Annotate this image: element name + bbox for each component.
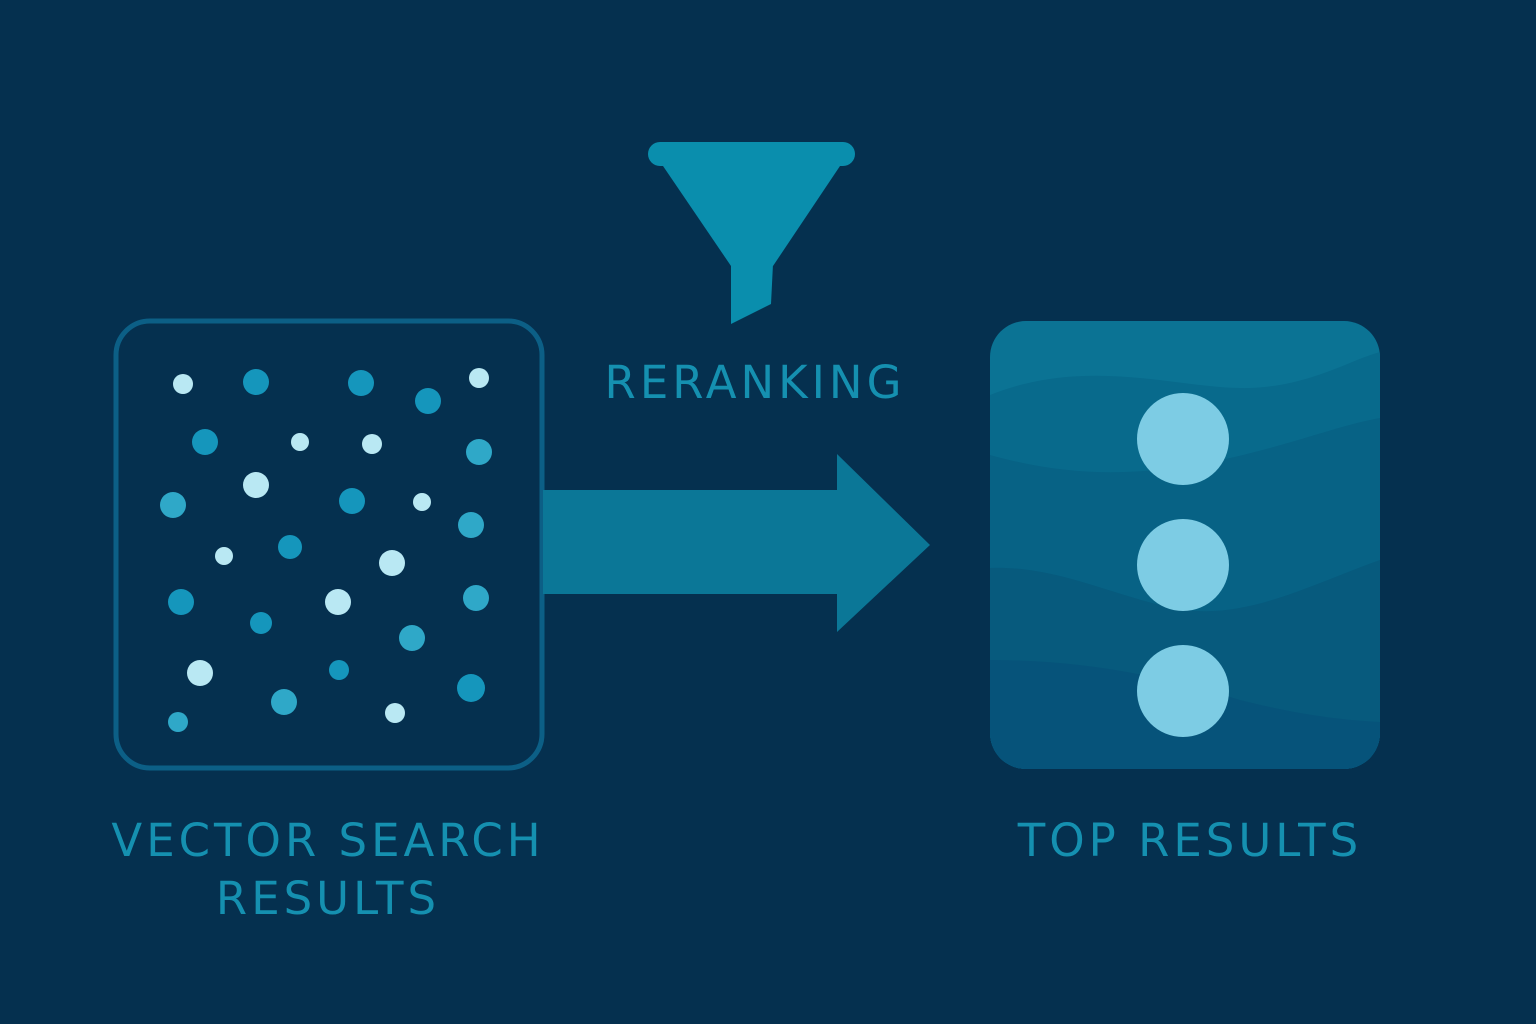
search-result-point bbox=[243, 472, 269, 498]
search-result-point bbox=[250, 612, 272, 634]
search-result-point bbox=[466, 439, 492, 465]
search-result-point bbox=[413, 493, 431, 511]
scattered-points-icon bbox=[160, 368, 492, 732]
vector-search-label-line-1: VECTOR SEARCH bbox=[111, 814, 545, 867]
search-result-point bbox=[187, 660, 213, 686]
funnel-rim bbox=[648, 142, 855, 166]
search-result-point bbox=[339, 488, 365, 514]
funnel-spout bbox=[731, 264, 773, 324]
funnel-body bbox=[663, 166, 840, 266]
ranked-result-circle bbox=[1137, 519, 1229, 611]
search-result-point bbox=[215, 547, 233, 565]
top-results-label: TOP RESULTS bbox=[985, 812, 1395, 870]
vector-search-results-label: VECTOR SEARCH RESULTS bbox=[100, 812, 556, 928]
reranking-label: RERANKING bbox=[560, 354, 950, 412]
search-result-point bbox=[415, 388, 441, 414]
funnel-icon bbox=[648, 142, 855, 324]
search-result-point bbox=[243, 369, 269, 395]
search-result-point bbox=[458, 512, 484, 538]
search-result-point bbox=[160, 492, 186, 518]
ranked-result-circle bbox=[1137, 645, 1229, 737]
search-result-point bbox=[168, 712, 188, 732]
vector-search-label-line-2: RESULTS bbox=[215, 872, 441, 925]
search-result-point bbox=[271, 689, 297, 715]
search-result-point bbox=[379, 550, 405, 576]
arrow-right-icon bbox=[543, 454, 930, 632]
reranking-label-text: RERANKING bbox=[604, 356, 906, 409]
search-result-point bbox=[457, 674, 485, 702]
ranked-results-icon bbox=[1137, 393, 1229, 737]
search-result-point bbox=[469, 368, 489, 388]
search-result-point bbox=[291, 433, 309, 451]
search-result-point bbox=[362, 434, 382, 454]
search-result-point bbox=[348, 370, 374, 396]
vector-search-box bbox=[113, 318, 545, 771]
search-result-point bbox=[168, 589, 194, 615]
search-result-point bbox=[325, 589, 351, 615]
top-results-label-text: TOP RESULTS bbox=[1017, 814, 1363, 867]
search-result-point bbox=[173, 374, 193, 394]
search-result-point bbox=[399, 625, 425, 651]
search-result-point bbox=[192, 429, 218, 455]
vector-search-box-border bbox=[113, 318, 545, 771]
search-result-point bbox=[278, 535, 302, 559]
search-result-point bbox=[385, 703, 405, 723]
search-result-point bbox=[329, 660, 349, 680]
search-result-point bbox=[463, 585, 489, 611]
top-results-box bbox=[990, 321, 1380, 769]
ranked-result-circle bbox=[1137, 393, 1229, 485]
